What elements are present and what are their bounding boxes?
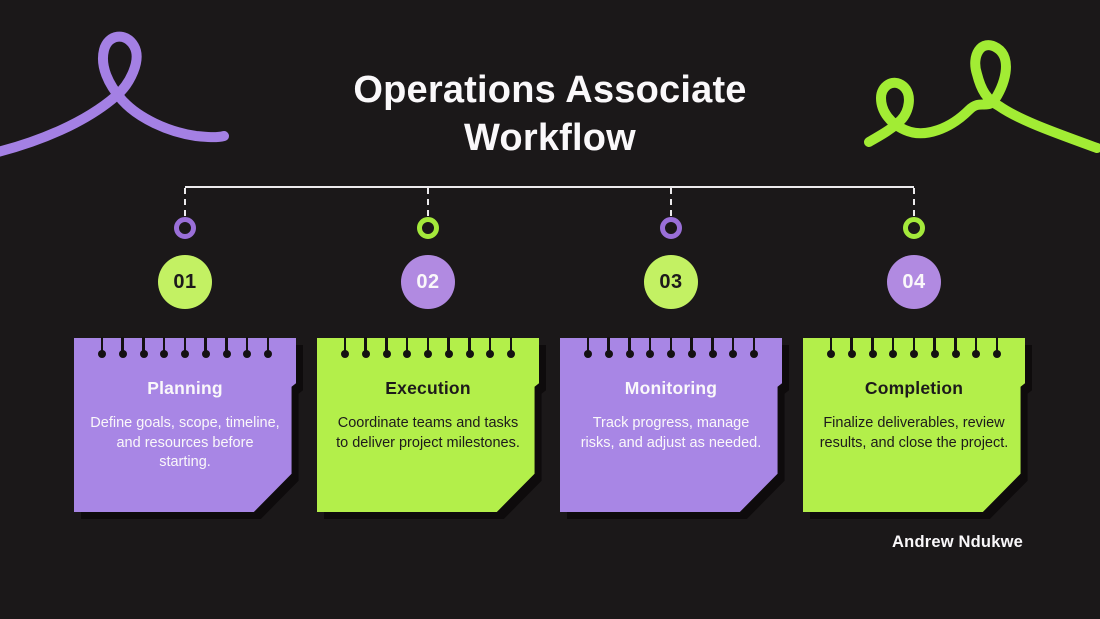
spiral-binding-icon bbox=[317, 337, 539, 358]
binding-pin-icon bbox=[382, 337, 391, 358]
binding-pin-icon bbox=[181, 337, 189, 358]
binding-pin-icon bbox=[139, 337, 148, 358]
note-card: Monitoring Track progress, manage risks,… bbox=[560, 337, 789, 524]
timeline-ring-icon bbox=[660, 217, 682, 239]
workflow-step-monitoring: 03 Monitoring Track progress, manage ris… bbox=[560, 188, 789, 528]
binding-pin-icon bbox=[951, 337, 960, 358]
binding-pin-icon bbox=[708, 337, 717, 358]
dashed-connector bbox=[670, 188, 672, 216]
binding-pin-icon bbox=[160, 337, 169, 358]
binding-pin-icon bbox=[118, 337, 127, 358]
card-content: Planning Define goals, scope, timeline, … bbox=[74, 338, 296, 512]
timeline-horizontal-line bbox=[185, 186, 914, 188]
card-description: Define goals, scope, timeline, and resou… bbox=[90, 415, 280, 470]
binding-pin-icon bbox=[403, 337, 412, 358]
binding-pin-icon bbox=[847, 337, 856, 358]
binding-pin-icon bbox=[486, 337, 495, 358]
binding-pin-icon bbox=[646, 337, 655, 358]
note-card: Execution Coordinate teams and tasks to … bbox=[317, 337, 546, 524]
page-title-line2: Workflow bbox=[464, 117, 636, 159]
binding-pin-icon bbox=[972, 337, 981, 358]
workflow-step-execution: 02 Execution Coordinate teams and tasks … bbox=[317, 188, 546, 528]
binding-pin-icon bbox=[604, 337, 613, 358]
binding-pin-icon bbox=[750, 337, 758, 358]
workflow-step-planning: 01 Planning Define goals, scope, timelin… bbox=[74, 188, 303, 528]
binding-pin-icon bbox=[361, 337, 370, 358]
step-number-badge: 04 bbox=[887, 255, 941, 309]
binding-pin-icon bbox=[264, 337, 272, 358]
card-title: Completion bbox=[864, 378, 964, 398]
card-content: Execution Coordinate teams and tasks to … bbox=[317, 338, 539, 512]
page-title: Operations Associate Workflow bbox=[0, 66, 1100, 162]
dashed-connector bbox=[184, 188, 186, 216]
dashed-connector bbox=[913, 188, 915, 216]
card-description: Finalize deliverables, review results, a… bbox=[819, 415, 1009, 451]
author-credit: Andrew Ndukwe bbox=[892, 533, 1023, 551]
card-title: Planning bbox=[147, 378, 223, 398]
binding-pin-icon bbox=[993, 337, 1001, 358]
binding-pin-icon bbox=[910, 337, 918, 358]
timeline-ring-icon bbox=[417, 217, 439, 239]
binding-pin-icon bbox=[729, 337, 738, 358]
note-card: Planning Define goals, scope, timeline, … bbox=[74, 337, 303, 524]
binding-pin-icon bbox=[507, 337, 515, 358]
binding-pin-icon bbox=[930, 337, 939, 358]
binding-pin-icon bbox=[341, 337, 349, 358]
binding-pin-icon bbox=[584, 337, 592, 358]
binding-pin-icon bbox=[444, 337, 453, 358]
card-paper bbox=[560, 338, 782, 512]
binding-pin-icon bbox=[889, 337, 898, 358]
binding-pin-icon bbox=[868, 337, 877, 358]
step-number-badge: 02 bbox=[401, 255, 455, 309]
binding-pin-icon bbox=[687, 337, 696, 358]
card-description: Track progress, manage risks, and adjust… bbox=[580, 415, 762, 451]
spiral-binding-icon bbox=[560, 337, 782, 358]
card-paper bbox=[317, 338, 539, 512]
note-card: Completion Finalize deliverables, review… bbox=[803, 337, 1032, 524]
timeline-ring-icon bbox=[174, 217, 196, 239]
page-title-line1: Operations Associate bbox=[353, 69, 747, 111]
binding-pin-icon bbox=[201, 337, 210, 358]
card-content: Monitoring Track progress, manage risks,… bbox=[560, 338, 782, 512]
binding-pin-icon bbox=[424, 337, 432, 358]
binding-pin-icon bbox=[625, 337, 634, 358]
dashed-connector bbox=[427, 188, 429, 216]
card-paper bbox=[74, 338, 296, 512]
binding-pin-icon bbox=[98, 337, 106, 358]
step-number-badge: 03 bbox=[644, 255, 698, 309]
green-squiggle-doodle bbox=[864, 40, 1100, 153]
binding-pin-icon bbox=[465, 337, 474, 358]
card-title: Execution bbox=[385, 378, 471, 398]
binding-pin-icon bbox=[222, 337, 231, 358]
spiral-binding-icon bbox=[803, 337, 1025, 358]
workflow-step-completion: 04 Completion Finalize deliverables, rev… bbox=[803, 188, 1032, 528]
binding-pin-icon bbox=[243, 337, 252, 358]
card-description: Coordinate teams and tasks to deliver pr… bbox=[336, 415, 520, 451]
purple-squiggle-doodle bbox=[0, 31, 229, 157]
step-number-badge: 01 bbox=[158, 255, 212, 309]
binding-pin-icon bbox=[667, 337, 675, 358]
card-title: Monitoring bbox=[624, 378, 718, 398]
card-paper bbox=[803, 338, 1025, 512]
spiral-binding-icon bbox=[74, 337, 296, 358]
timeline-ring-icon bbox=[903, 217, 925, 239]
card-content: Completion Finalize deliverables, review… bbox=[803, 338, 1025, 512]
binding-pin-icon bbox=[827, 337, 835, 358]
